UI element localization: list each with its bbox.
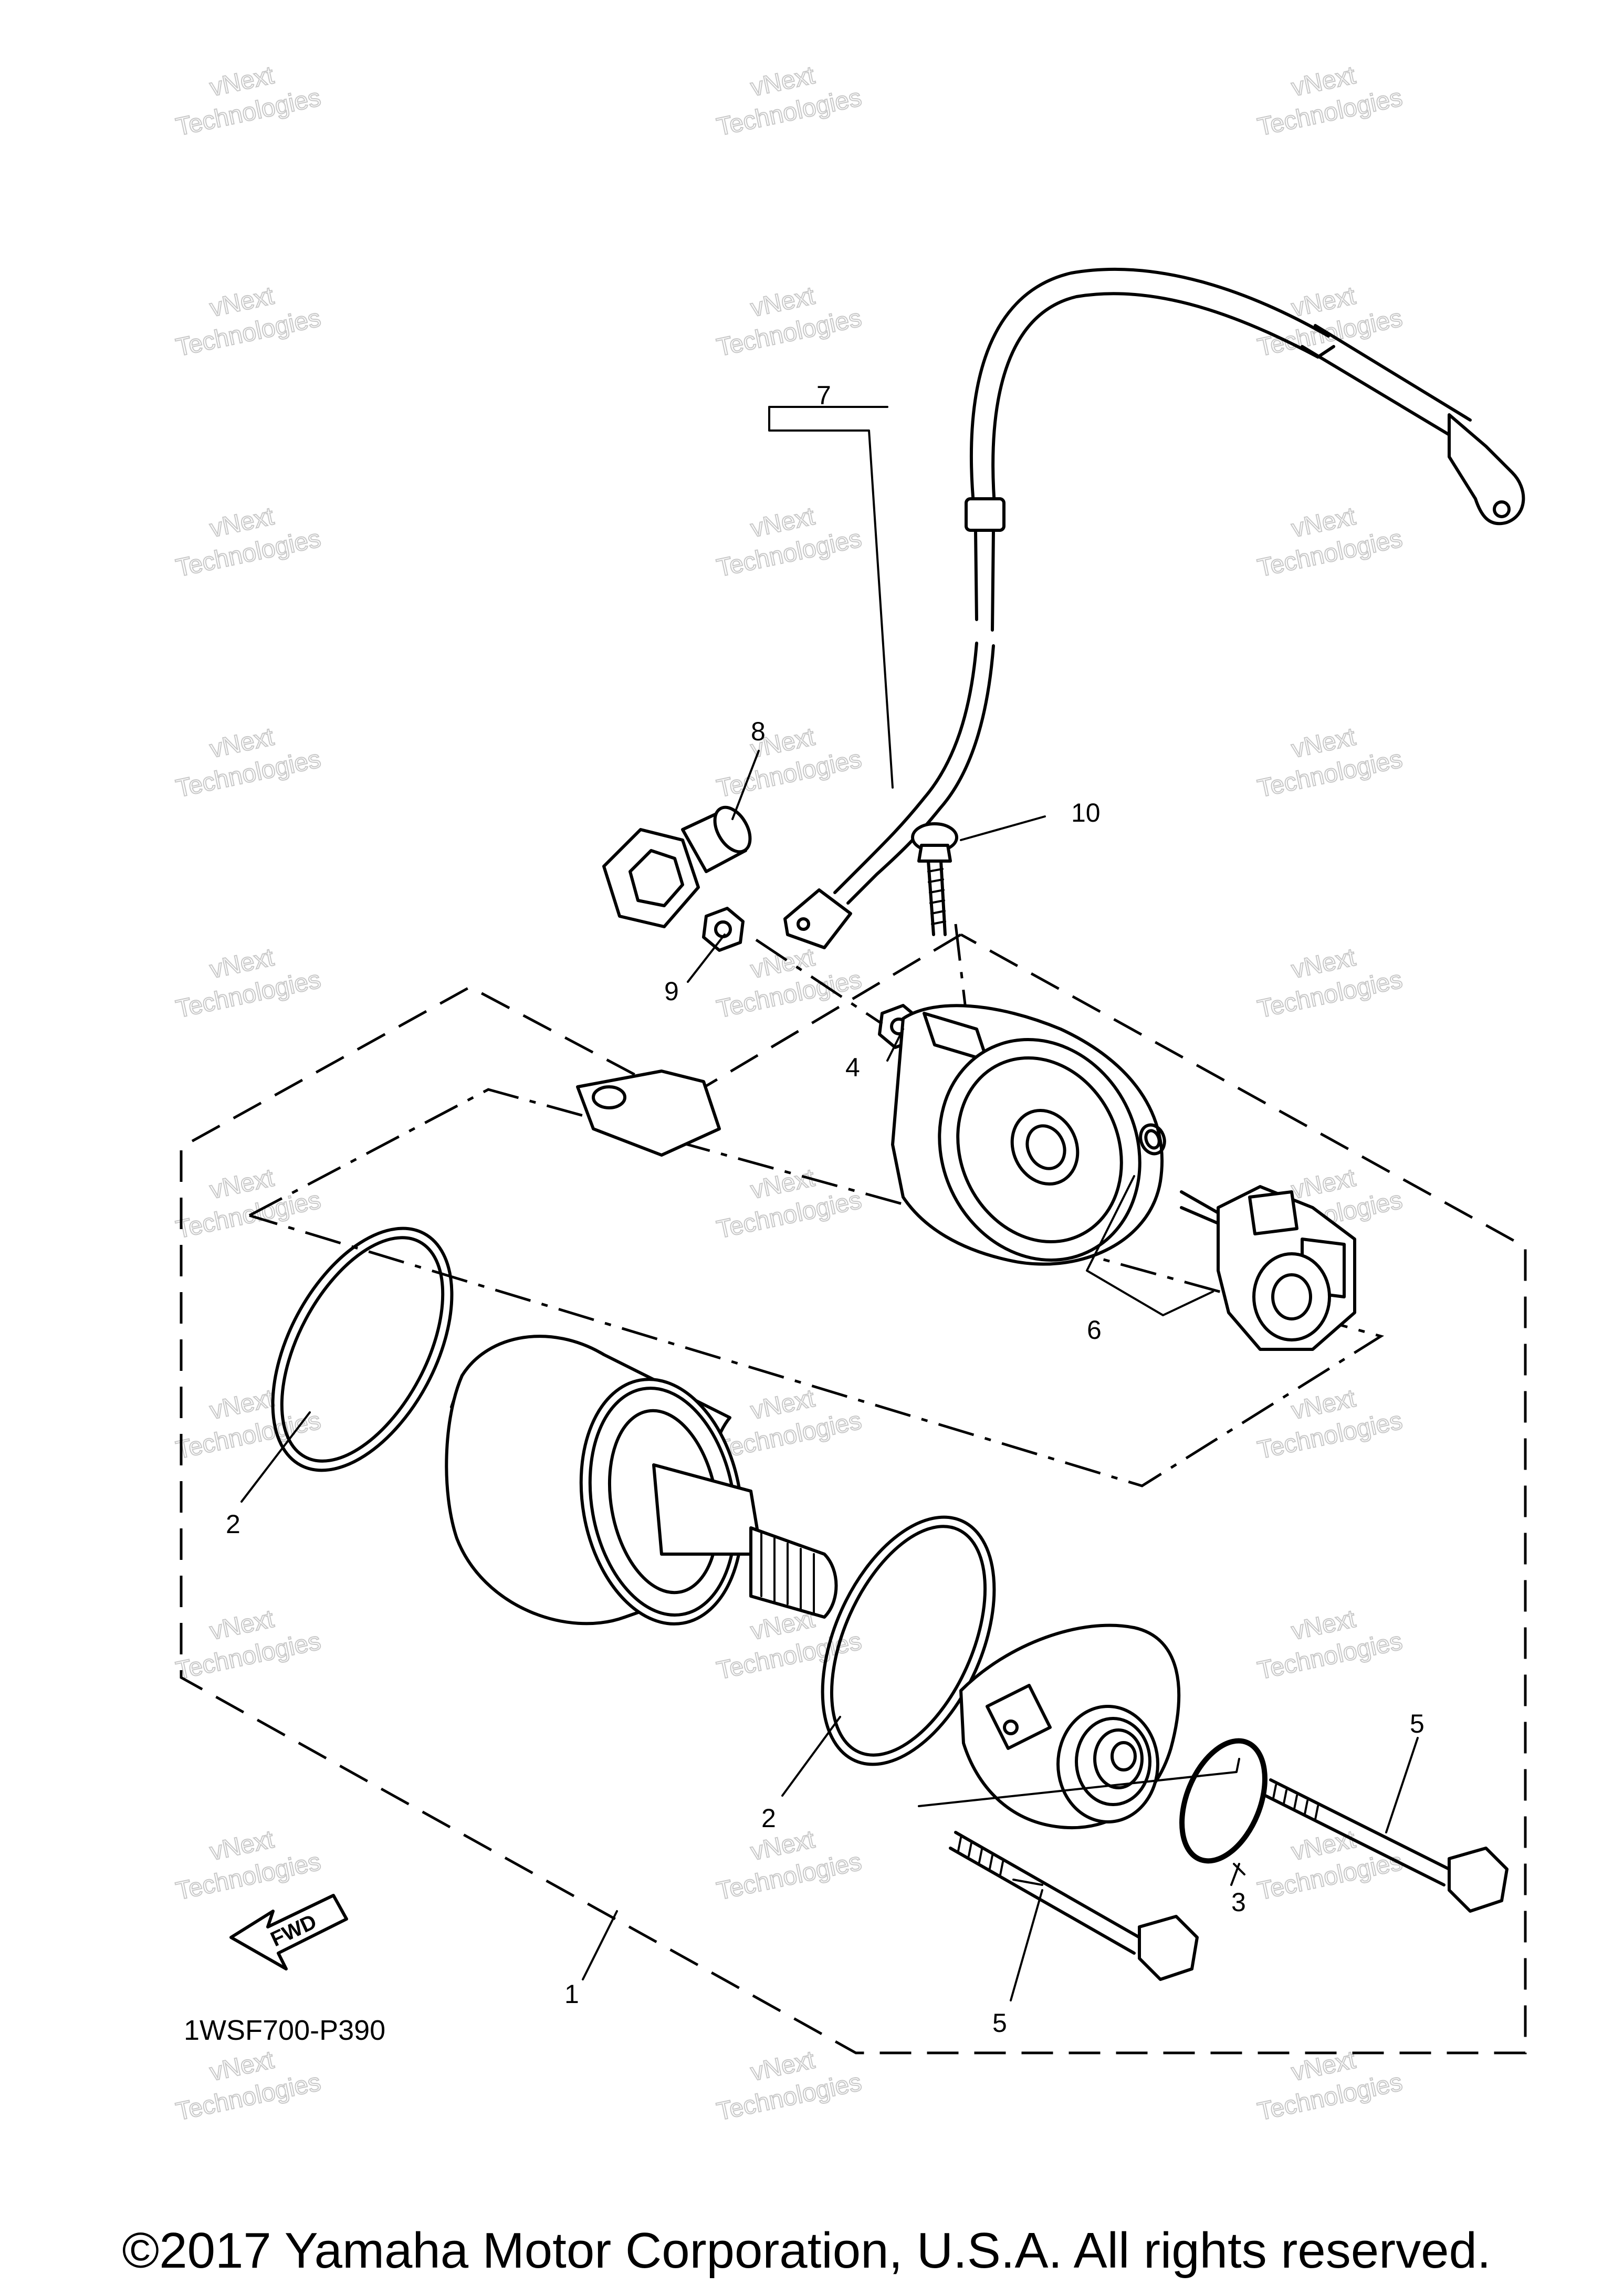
o-ring-3 xyxy=(1179,1738,1268,1864)
nut-9 xyxy=(702,907,745,952)
callout-7: 7 xyxy=(816,381,831,410)
assembly-outline xyxy=(180,933,1527,2054)
terminal-cap xyxy=(602,805,752,928)
callout-6: 6 xyxy=(1087,1315,1102,1345)
callout-2-lower: 2 xyxy=(761,1804,776,1833)
brush-holder xyxy=(1180,1185,1356,1351)
callout-1: 1 xyxy=(564,1979,579,2009)
callout-5-right: 5 xyxy=(1410,1709,1425,1738)
copyright-notice: ©2017 Yamaha Motor Corporation, U.S.A. A… xyxy=(122,2222,1491,2279)
bolt-5-left xyxy=(949,1831,1199,1981)
fwd-arrow: FWD xyxy=(229,1894,348,1970)
part-code: 1WSF700-P390 xyxy=(184,2015,385,2046)
motor-rear-cover xyxy=(959,1623,1181,1830)
seal-group-outline xyxy=(248,1088,1385,1487)
o-ring-2-lower xyxy=(821,1515,996,1766)
small-o-ring xyxy=(1139,1123,1166,1156)
callout-10: 10 xyxy=(1071,798,1101,827)
callout-4: 4 xyxy=(845,1053,860,1082)
callout-5-left: 5 xyxy=(992,2008,1007,2038)
leader-lines xyxy=(240,406,1419,2001)
bolt-10 xyxy=(911,822,958,936)
starter-lead-wire xyxy=(783,267,1525,949)
bolt-5-right xyxy=(1264,1778,1509,1913)
callout-3: 3 xyxy=(1231,1888,1246,1917)
motor-front-cover xyxy=(576,1004,1164,1266)
callout-labels: 7 8 10 9 4 6 2 2 5 5 3 1 xyxy=(226,381,1425,2038)
motor-yoke xyxy=(445,1335,838,1626)
callout-9: 9 xyxy=(664,977,679,1006)
callout-2-upper: 2 xyxy=(226,1509,240,1539)
callout-8: 8 xyxy=(751,717,766,746)
o-ring-2-upper xyxy=(271,1226,454,1472)
